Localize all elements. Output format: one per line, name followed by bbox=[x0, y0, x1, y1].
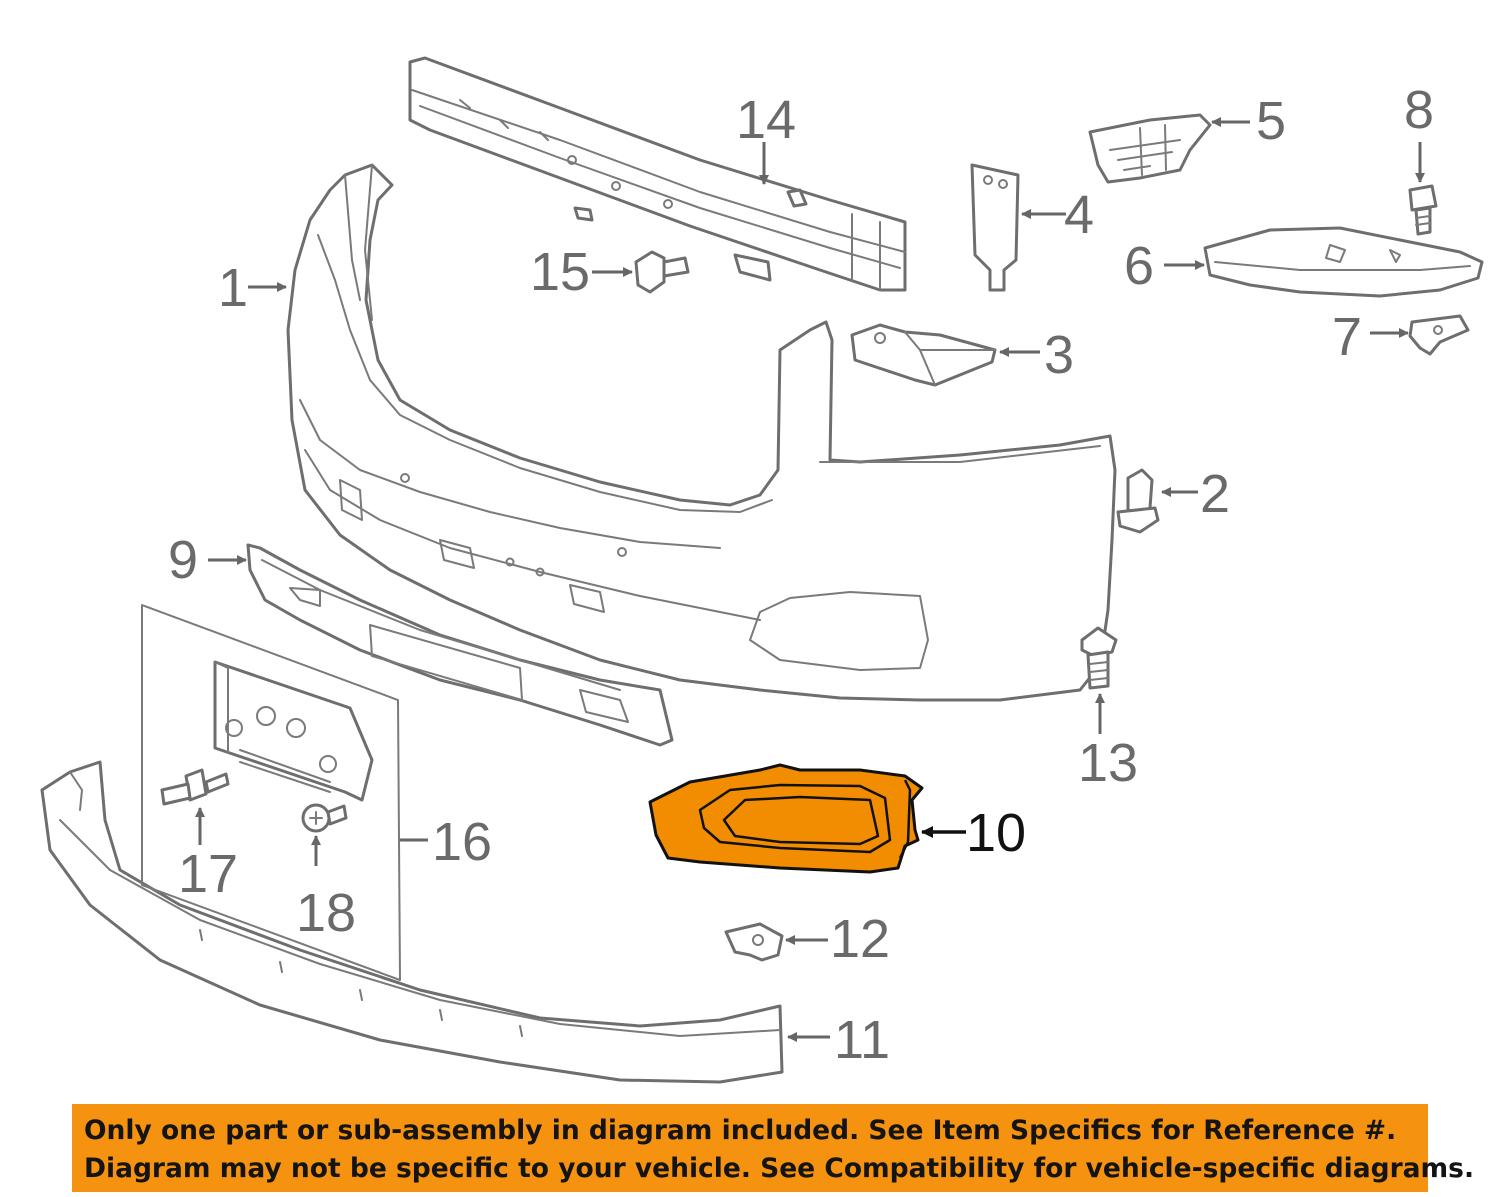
callout-8: 8 bbox=[1404, 80, 1434, 140]
disclaimer-line-1: Only one part or sub-assembly in diagram… bbox=[84, 1115, 1397, 1146]
callout-18: 18 bbox=[296, 883, 356, 943]
parts-diagram-svg: 1 2 3 4 5 6 7 8 9 10 11 12 13 14 15 16 1… bbox=[40, 56, 1484, 1084]
callout-16: 16 bbox=[432, 812, 492, 872]
part-11-lower-valance bbox=[40, 760, 784, 1084]
part-16-license-plate-group bbox=[141, 604, 401, 981]
part-2-push-pin bbox=[1116, 468, 1160, 534]
part-5-bracket bbox=[1088, 113, 1212, 184]
part-6-deflector bbox=[1203, 226, 1484, 298]
callout-9: 9 bbox=[168, 530, 198, 590]
callout-2: 2 bbox=[1200, 464, 1230, 524]
part-14-impact-bar bbox=[408, 56, 907, 292]
callout-13: 13 bbox=[1078, 733, 1138, 793]
part-13-bolt bbox=[1080, 626, 1118, 690]
callout-14: 14 bbox=[736, 90, 796, 150]
part-4-support bbox=[970, 163, 1020, 292]
callout-labels: 1 2 3 4 5 6 7 8 9 10 11 12 13 14 15 16 1… bbox=[168, 80, 1434, 1070]
callout-11: 11 bbox=[834, 1010, 890, 1070]
callout-6: 6 bbox=[1124, 236, 1154, 296]
part-8-bolt bbox=[1408, 184, 1438, 236]
callout-3: 3 bbox=[1044, 325, 1074, 385]
callout-10: 10 bbox=[966, 803, 1026, 863]
part-10-fog-lamp-bezel bbox=[648, 763, 924, 874]
part-7-clip bbox=[1408, 314, 1470, 356]
callout-leaders bbox=[195, 117, 1425, 1042]
part-1-bumper-fascia bbox=[286, 163, 1117, 702]
callout-5: 5 bbox=[1256, 91, 1286, 151]
disclaimer-banner: Only one part or sub-assembly in diagram… bbox=[72, 1104, 1475, 1192]
callout-17: 17 bbox=[178, 844, 238, 904]
part-15-push-pin bbox=[634, 250, 690, 294]
part-3-bracket bbox=[850, 323, 997, 387]
callout-4: 4 bbox=[1064, 185, 1094, 245]
callout-12: 12 bbox=[830, 909, 890, 969]
disclaimer-line-2: Diagram may not be specific to your vehi… bbox=[84, 1153, 1475, 1184]
part-9-lower-bracket bbox=[246, 543, 674, 747]
callout-15: 15 bbox=[530, 242, 590, 302]
callout-7: 7 bbox=[1332, 307, 1362, 367]
part-12-clip bbox=[724, 922, 784, 962]
callout-1: 1 bbox=[218, 258, 248, 318]
